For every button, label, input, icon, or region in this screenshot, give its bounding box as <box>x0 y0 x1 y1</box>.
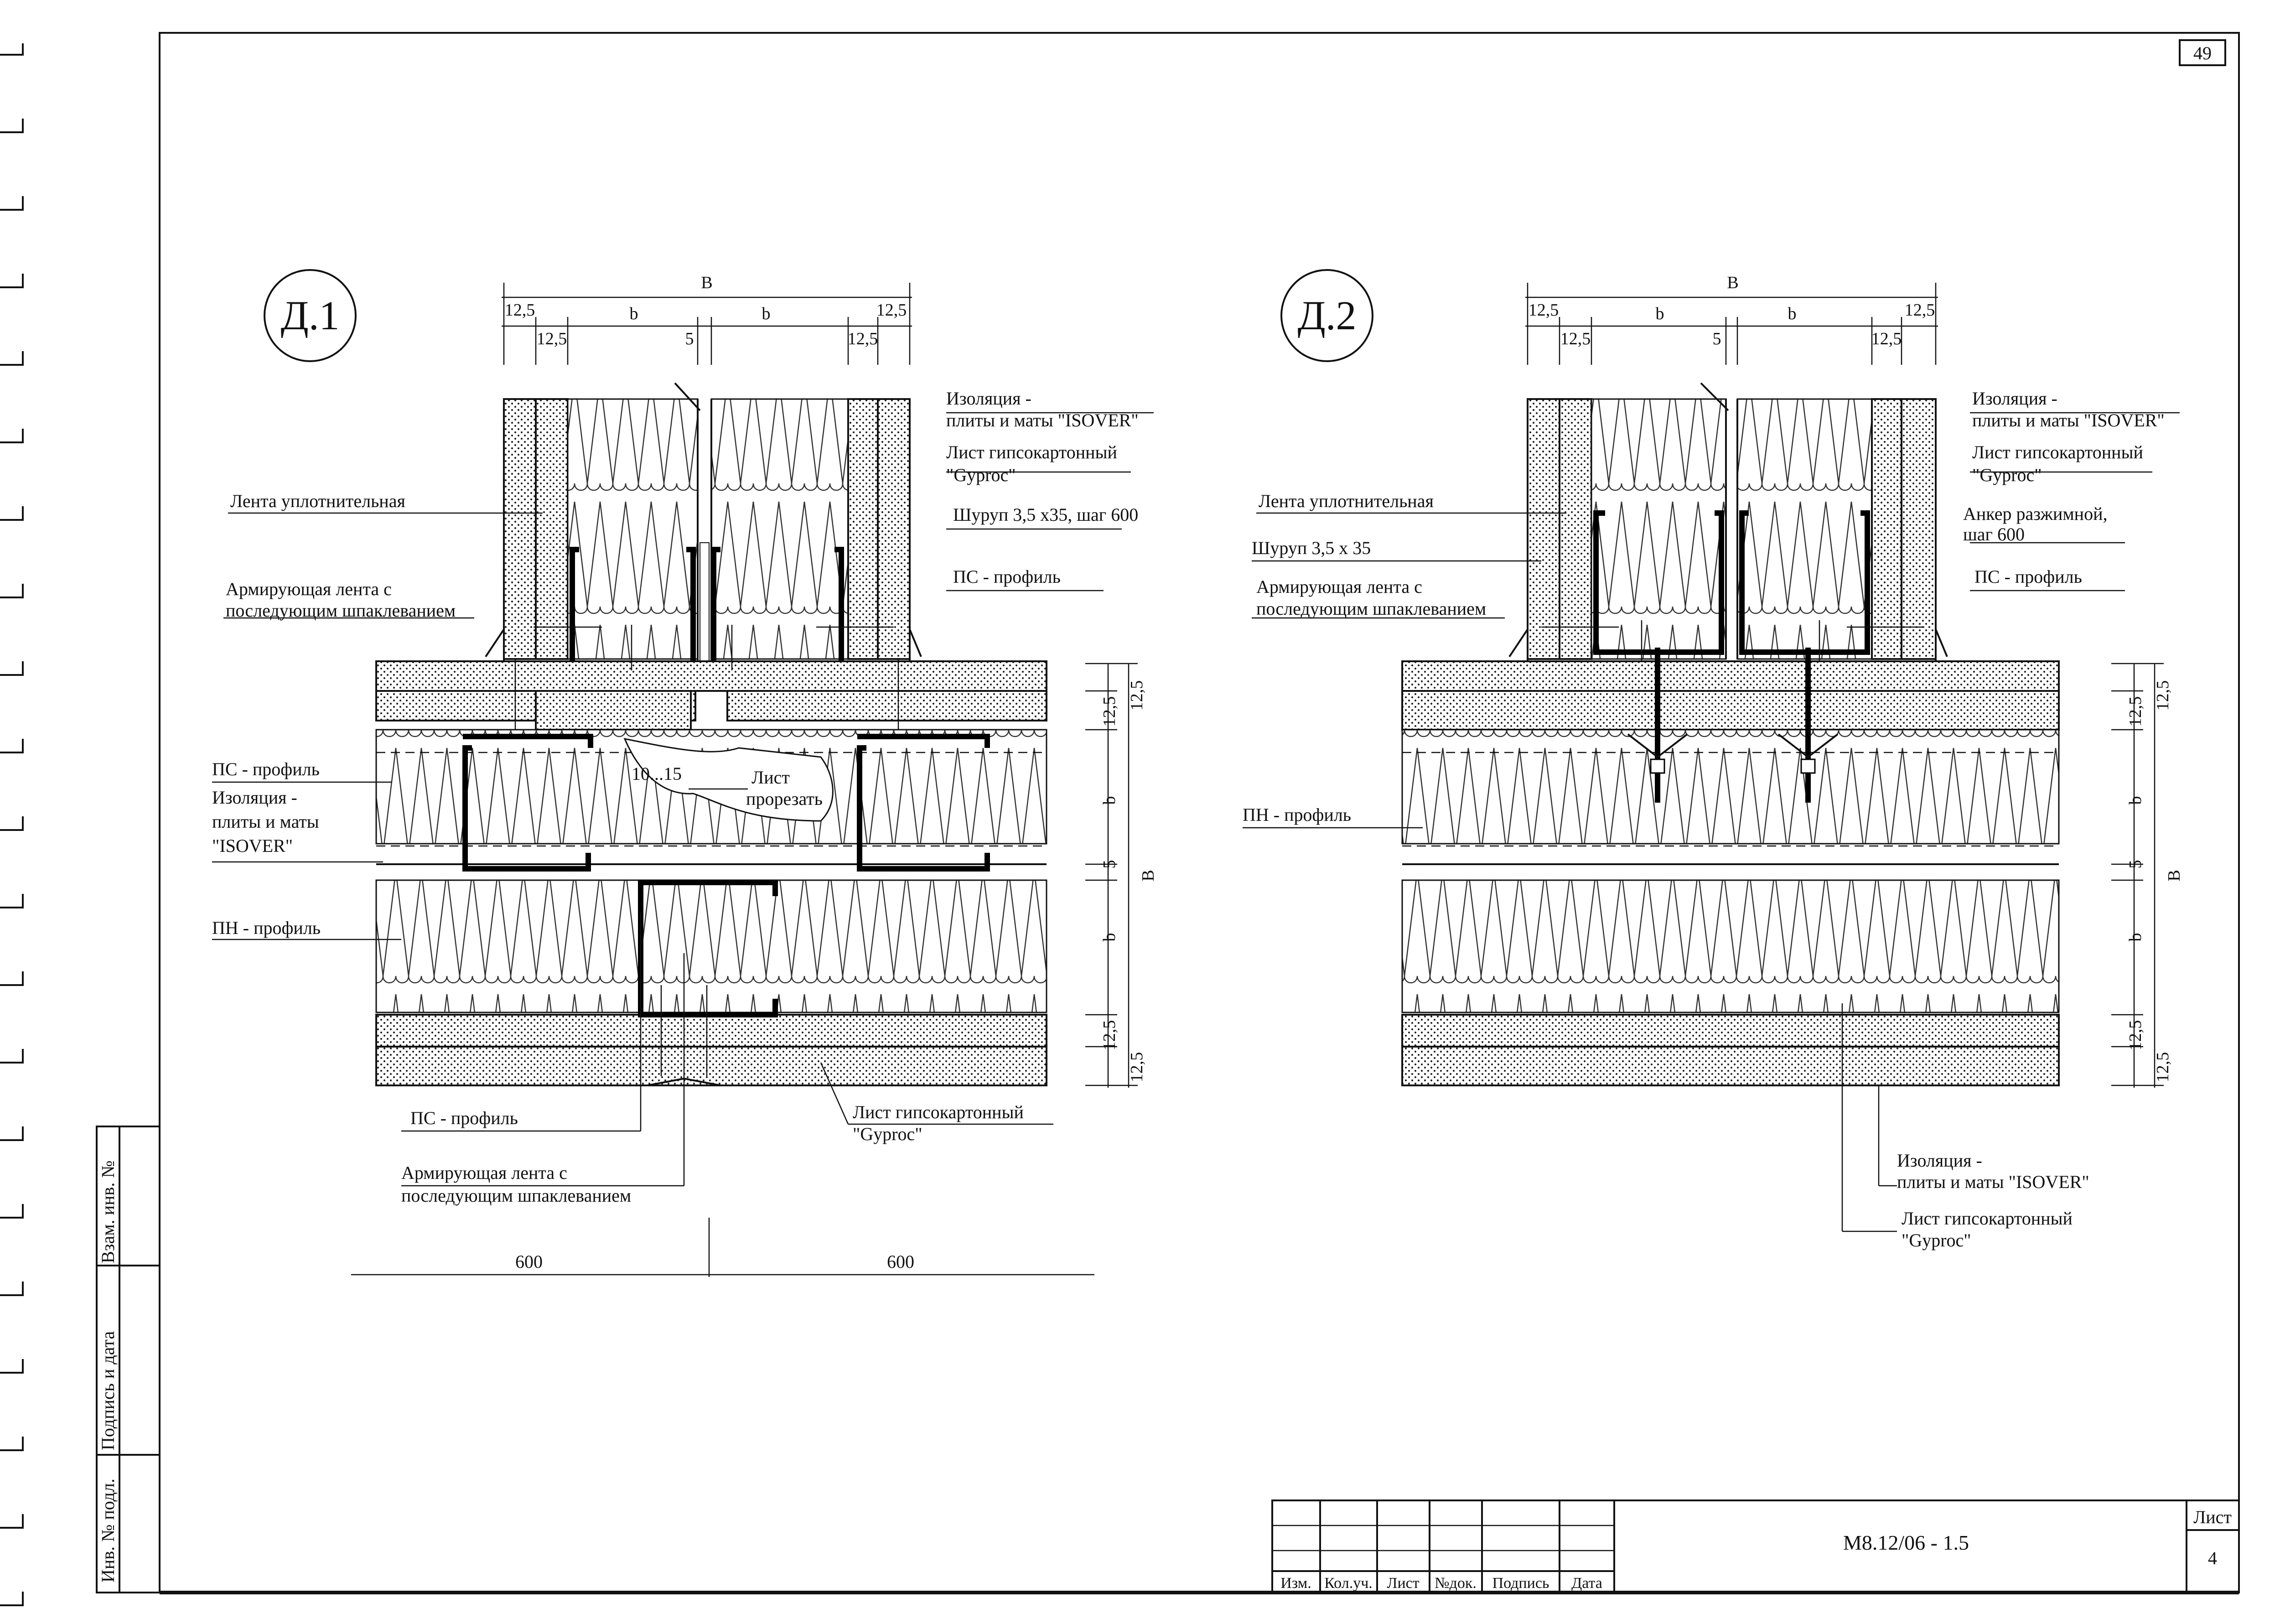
d1-cut-note-2: прорезать <box>746 789 823 809</box>
d1-dim-b2: b <box>762 304 771 323</box>
d2-dim-12-5-c: 12,5 <box>1871 329 1902 348</box>
d2-rdim-6: 12,5 <box>2153 1052 2172 1083</box>
d1-rdim-2: b <box>1100 796 1119 805</box>
d2-dim-b1: b <box>1656 304 1664 323</box>
d2-label-anchor-1: Анкер разжимной, <box>1963 503 2107 524</box>
d1-label-gypsum-2: "Gyproc" <box>946 465 1016 485</box>
d1-dim-5: 5 <box>685 329 694 348</box>
d1-title: Д.1 <box>281 293 340 338</box>
d1-label-ps-profile-bottom: ПС - профиль <box>410 1108 518 1128</box>
d1-label-iso-left-3: "ISOVER" <box>212 835 293 856</box>
d2-label-anchor-2: шаг 600 <box>1963 524 2025 545</box>
d2-label-reinf-2: последующим шпаклеванием <box>1256 598 1486 619</box>
d1-label-screw: Шуруп 3,5 х35, шаг 600 <box>953 504 1138 525</box>
d2-label-gypsum-bottom-2: "Gyproc" <box>1902 1230 1971 1250</box>
d2-rdim-4: b <box>2126 933 2145 942</box>
d1-label-reinf-2: последующим шпаклеванием <box>226 600 456 621</box>
d1-rdim-B: B <box>1139 870 1158 881</box>
d2-label-iso-bottom-2: плиты и маты "ISOVER" <box>1897 1172 2089 1192</box>
d2-label-gypsum-1: Лист гипсокартонный <box>1972 442 2143 462</box>
d2-label-ps-profile: ПС - профиль <box>1974 566 2082 587</box>
d2-label-isolation-2: плиты и маты "ISOVER" <box>1972 410 2165 431</box>
detail-d1: Д.1 B 12,5 12,5 b 5 b 12,5 12,5 <box>212 269 1158 1277</box>
stamp-inv-podl: Инв. № подл. <box>98 1479 118 1582</box>
d1-label-reinf-bottom-2: последующим шпаклеванием <box>401 1185 631 1206</box>
d1-dim-b1: b <box>630 304 638 323</box>
d2-rdim-1: 12,5 <box>2126 696 2145 727</box>
d1-label-ps-profile-right: ПС - профиль <box>953 566 1061 587</box>
d2-rdim-B: B <box>2165 870 2184 881</box>
d2-label-pn-profile: ПН - профиль <box>1243 804 1351 825</box>
d1-label-gypsum-bottom-1: Лист гипсокартонный <box>853 1102 1024 1122</box>
d1-dim-12-5-a: 12,5 <box>505 301 535 320</box>
d1-label-reinf-bottom-1: Армирующая лента с <box>401 1162 567 1183</box>
d1-label-isolation-1: Изоляция - <box>946 388 1031 409</box>
d2-dim-b2: b <box>1788 304 1797 323</box>
detail-d2: Д.2 B 12,5 12,5 b 5 b 12,5 12,5 <box>1243 269 2184 1250</box>
side-stamp: Взам. инв. № Подпись и дата Инв. № подл. <box>96 1126 161 1593</box>
tb-code: М8.12/06 - 1.5 <box>1843 1531 1969 1554</box>
tb-ndok: №док. <box>1435 1575 1477 1592</box>
d1-dim-12-5-b: 12,5 <box>537 329 567 348</box>
d1-rdim-6: 12,5 <box>1127 1052 1146 1083</box>
d1-gap: 10...15 <box>632 763 682 784</box>
d1-label-pn-profile: ПН - профиль <box>212 918 321 938</box>
tb-podpis: Подпись <box>1492 1575 1549 1592</box>
binding-marks <box>0 43 24 1606</box>
d2-title-circle <box>1280 269 1373 362</box>
d2-dim-12-5-d: 12,5 <box>1905 301 1935 320</box>
tb-list: Лист <box>1387 1575 1419 1592</box>
d2-label-reinf-1: Армирующая лента с <box>1256 576 1422 597</box>
d2-label-isolation-1: Изоляция - <box>1972 388 2057 409</box>
tb-kolich: Кол.уч. <box>1324 1575 1373 1592</box>
d1-label-gypsum-1: Лист гипсокартонный <box>946 442 1117 462</box>
d1-rdim-1: 12,5 <box>1100 696 1119 727</box>
tb-sheet-number: 4 <box>2208 1548 2217 1568</box>
d2-title: Д.2 <box>1298 293 1357 338</box>
d2-dim-12-5-a: 12,5 <box>1529 301 1559 320</box>
d1-label-iso-left-1: Изоляция - <box>212 787 297 808</box>
d2-rdim-0: 12,5 <box>2153 680 2172 711</box>
d2-label-iso-bottom-1: Изоляция - <box>1897 1150 1982 1171</box>
page-number: 49 <box>2193 43 2212 63</box>
d2-label-seal-tape: Лента уплотнительная <box>1259 491 1434 511</box>
stamp-sign-date: Подпись и дата <box>98 1331 118 1450</box>
d2-rdim-5: 12,5 <box>2126 1020 2145 1051</box>
d1-label-gypsum-bottom-2: "Gyproc" <box>853 1124 922 1144</box>
stamp-vz-inv: Взам. инв. № <box>98 1161 118 1263</box>
d1-label-ps-profile-left: ПС - профиль <box>212 759 320 779</box>
d2-rdim-3: 5 <box>2126 860 2145 869</box>
d1-rdim-5: 12,5 <box>1100 1020 1119 1051</box>
d1-title-circle <box>264 269 357 362</box>
d1-dim-12-5-c: 12,5 <box>848 329 878 348</box>
d1-label-seal-tape: Лента уплотнительная <box>230 491 405 511</box>
tb-izm: Изм. <box>1280 1575 1311 1592</box>
d1-rdim-0: 12,5 <box>1127 680 1146 711</box>
d1-rdim-4: b <box>1100 933 1119 942</box>
d1-label-isolation-2: плиты и маты "ISOVER" <box>946 410 1139 431</box>
d2-dim-12-5-b: 12,5 <box>1560 329 1591 348</box>
tb-data: Дата <box>1571 1575 1602 1592</box>
d2-label-gypsum-2: "Gyproc" <box>1972 465 2042 485</box>
d1-bdim-1: 600 <box>887 1251 914 1272</box>
d2-label-gypsum-bottom-1: Лист гипсокартонный <box>1902 1208 2073 1229</box>
tb-sheet-label: Лист <box>2193 1507 2232 1527</box>
title-block: Изм. Кол.уч. Лист №док. Подпись Дата М8.… <box>1271 1499 2240 1593</box>
d1-dim-12-5-d: 12,5 <box>876 301 907 320</box>
d1-label-iso-left-2: плиты и маты <box>212 811 319 832</box>
d2-rdim-2: b <box>2126 796 2145 805</box>
d2-dim-B: B <box>1727 273 1738 292</box>
d2-dim-5: 5 <box>1713 329 1721 348</box>
d1-bdim-0: 600 <box>515 1251 543 1272</box>
d1-dim-B: B <box>701 273 712 292</box>
page-number-box <box>2179 39 2226 66</box>
d1-cut-note-1: Лист <box>751 767 790 788</box>
d1-rdim-3: 5 <box>1100 860 1119 869</box>
d1-label-reinf-1: Армирующая лента с <box>226 579 392 599</box>
d2-label-screw: Шуруп 3,5 х 35 <box>1252 538 1371 558</box>
